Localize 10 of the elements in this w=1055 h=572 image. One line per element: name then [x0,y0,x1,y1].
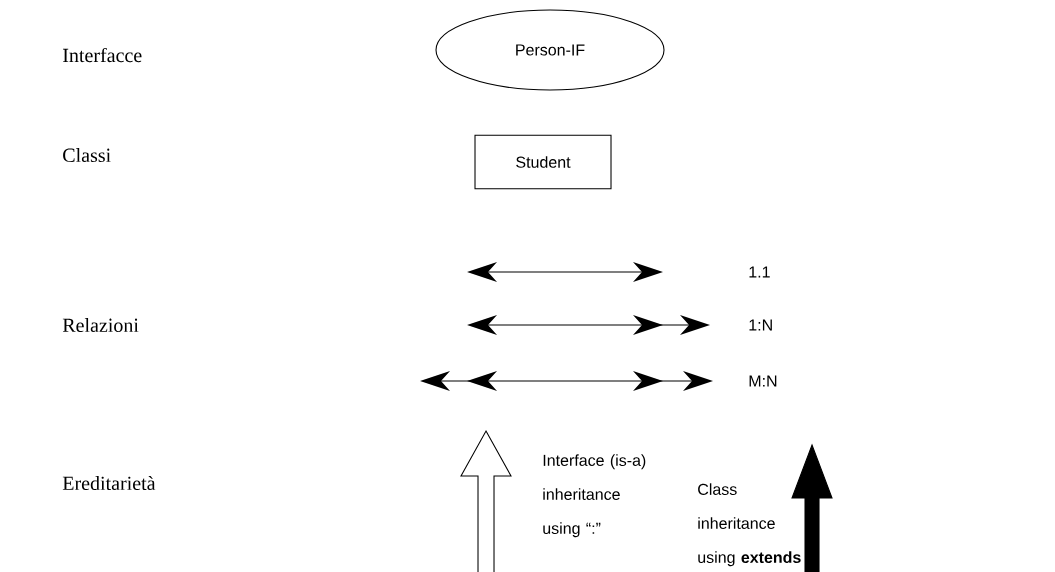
row-label: Relazioni [62,318,139,333]
row-label: Classi [63,148,111,163]
row-label: Interfacce [63,47,142,63]
inheritance-description: Interface (is-a) inheritance using “:” [543,454,646,538]
row-label: Ereditarietà [62,475,156,491]
cardinality-label: 1:N [749,319,772,331]
inheritance-description: Class inheritance using extends [698,483,801,567]
cardinality-label: M:N [749,375,777,387]
class-box: Student [474,134,612,190]
cardinality-label: 1.1 [749,266,770,278]
